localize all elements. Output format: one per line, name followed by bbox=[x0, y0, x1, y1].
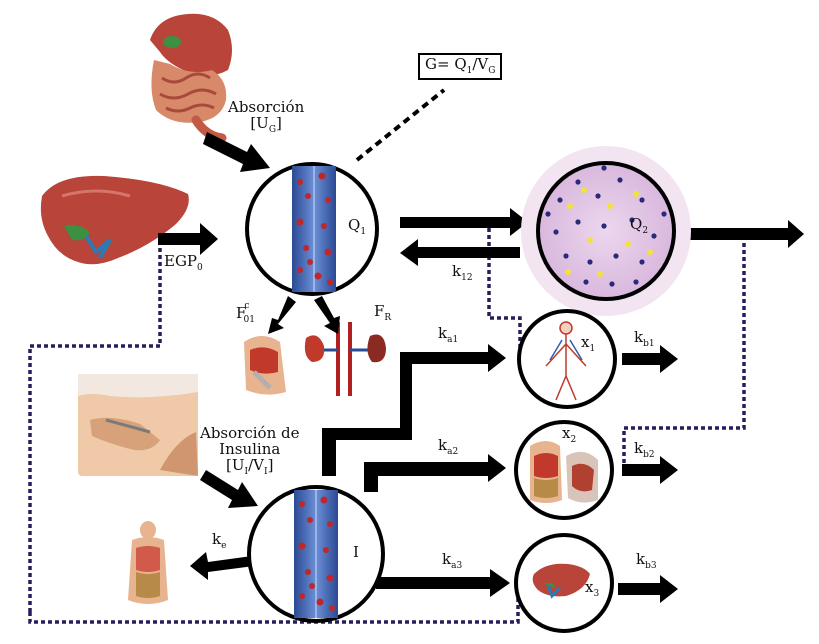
vascular-body-icon bbox=[545, 321, 587, 401]
x2-compartment bbox=[514, 420, 614, 520]
i-label: I bbox=[353, 543, 359, 561]
muscle-shoulder-icon bbox=[244, 336, 286, 395]
egp0-label: EGP0 bbox=[164, 252, 203, 273]
kidney-icon bbox=[304, 322, 386, 396]
insulin-absorption-label: Absorción de Insulina [UI/VI] bbox=[200, 424, 300, 477]
x2-label: x2 bbox=[562, 424, 577, 445]
feedback-dotted-lines bbox=[28, 228, 746, 624]
q2-compartment bbox=[521, 146, 691, 316]
arrow-egp0 bbox=[158, 223, 218, 255]
feedback-line-x2-to-out bbox=[622, 237, 746, 470]
kb1-label: kb1 bbox=[634, 328, 655, 349]
fr-label: FR bbox=[374, 302, 392, 323]
arrow-q2-out bbox=[678, 220, 804, 248]
ka3-label: ka3 bbox=[442, 550, 463, 571]
flow-arrows bbox=[158, 132, 804, 603]
arrow-i-to-x2 bbox=[364, 454, 506, 492]
k12-label: k12 bbox=[452, 262, 473, 283]
kb3-label: kb3 bbox=[636, 550, 657, 571]
i-blood-cells bbox=[298, 496, 335, 611]
arrow-ke bbox=[190, 552, 254, 580]
g-formula-box: G= Q1/VG bbox=[418, 53, 503, 81]
liver-small-icon bbox=[532, 563, 590, 597]
arrow-q1-to-fr bbox=[314, 296, 340, 334]
arrow-q2-to-q1 bbox=[400, 239, 520, 266]
arrow-absorption-glucose bbox=[203, 132, 270, 172]
x3-label: x3 bbox=[585, 578, 600, 599]
ke-label: ke bbox=[212, 530, 227, 551]
absorcion-glucose-label: Absorción [UG] bbox=[228, 98, 305, 135]
f01c-label: Fc01 bbox=[236, 301, 255, 325]
arrow-kb3 bbox=[618, 575, 678, 603]
ka1-label: ka1 bbox=[438, 324, 459, 345]
x1-label: x1 bbox=[581, 333, 596, 354]
q2-molecules-yellow bbox=[565, 187, 653, 277]
q2-molecules-dark bbox=[545, 165, 667, 287]
feedback-line-bottom bbox=[28, 596, 520, 624]
arrow-insulin-absorption bbox=[200, 470, 258, 508]
arrow-i-to-x1 bbox=[322, 344, 506, 476]
x1-compartment bbox=[517, 309, 617, 409]
arrow-q1-to-f01c bbox=[268, 296, 296, 334]
ka2-label: ka2 bbox=[438, 436, 459, 457]
q1-blood-cells bbox=[296, 172, 333, 285]
arrow-q1-to-q2 bbox=[400, 208, 528, 236]
x3-compartment bbox=[514, 533, 614, 633]
liver-icon bbox=[40, 175, 189, 265]
injection-icon bbox=[78, 374, 198, 476]
q2-label: Q2 bbox=[630, 215, 649, 236]
stomach-intestine-icon bbox=[150, 13, 232, 143]
kb2-label: kb2 bbox=[634, 439, 655, 460]
feedback-line-insulin-to-egp bbox=[28, 232, 162, 612]
q1-compartment bbox=[245, 162, 379, 296]
formula-connector-dashed bbox=[355, 88, 446, 162]
arrow-kb2 bbox=[622, 456, 678, 484]
feedback-line-x1-to-k12 bbox=[487, 228, 522, 348]
arrow-i-to-x3 bbox=[376, 569, 510, 597]
q1-label: Q1 bbox=[348, 216, 367, 237]
arrow-kb1 bbox=[622, 345, 678, 373]
insulin-compartment bbox=[247, 485, 385, 623]
torso-organs-icon bbox=[128, 521, 168, 604]
